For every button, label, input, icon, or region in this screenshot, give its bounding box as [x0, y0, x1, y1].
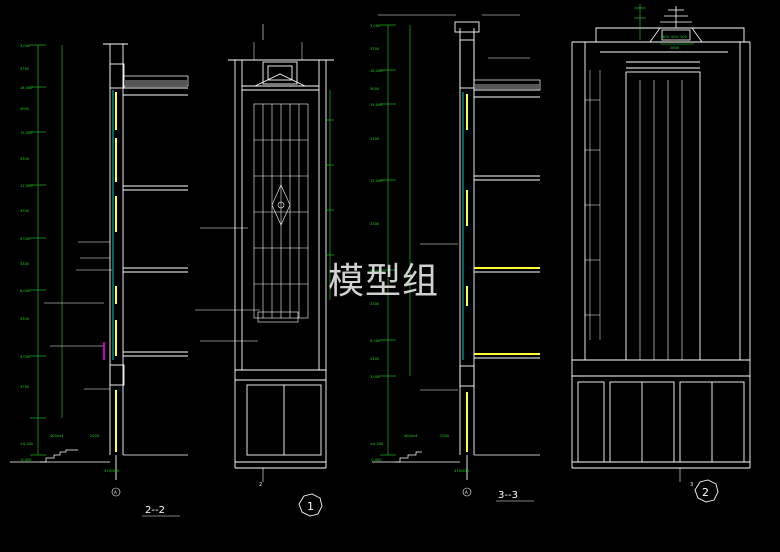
svg-text:6,000: 6,000: [370, 339, 381, 343]
wall-section-mid: [454, 21, 480, 480]
svg-text:4000x4: 4000x4: [404, 434, 418, 438]
svg-text:3700: 3700: [20, 385, 30, 389]
svg-text:A: A: [114, 490, 117, 495]
svg-text:2600: 2600: [670, 46, 680, 50]
elevation-number-2: 2: [694, 479, 719, 503]
annotation-leaders-mid: [378, 14, 530, 391]
ground-left: [10, 449, 188, 463]
svg-text:3000: 3000: [20, 107, 30, 111]
dimension-chain-left: [30, 44, 63, 456]
rooftop-ornament: [649, 6, 703, 43]
svg-text:2000: 2000: [440, 434, 450, 438]
svg-text:370/500: 370/500: [104, 469, 120, 473]
grid-tag-2: 3: [679, 468, 693, 488]
roof-parapet-left: [122, 75, 189, 87]
svg-text:±0.000: ±0.000: [370, 442, 384, 446]
roof-dim-labels-2: 300 500 300 2600: [662, 35, 688, 50]
svg-text:300: 300: [680, 35, 688, 39]
building-outline-1: [228, 59, 334, 469]
svg-text:2000: 2000: [90, 434, 100, 438]
svg-text:15,000: 15,000: [370, 103, 383, 107]
svg-text:3300: 3300: [370, 137, 380, 141]
section-caption-3-3: 3--3: [498, 490, 518, 501]
dimension-chain-elev-1: [326, 90, 334, 300]
svg-text:-0.450: -0.450: [20, 458, 32, 462]
section-2-2: 3,000 3700 18,000 3000 15,000 3300 12,00…: [10, 43, 189, 517]
svg-text:9,000: 9,000: [20, 237, 31, 241]
svg-text:3300: 3300: [370, 222, 380, 226]
annotation-leaders-elev-1: [195, 42, 303, 342]
svg-text:3: 3: [690, 482, 693, 488]
elevation-1: 2 1: [195, 24, 334, 517]
svg-text:3300: 3300: [20, 209, 30, 213]
vertical-fins-2: [639, 80, 683, 360]
svg-text:2: 2: [259, 482, 262, 488]
svg-text:2: 2: [702, 486, 709, 499]
svg-text:18,000: 18,000: [20, 86, 33, 90]
svg-text:9,000: 9,000: [370, 269, 381, 273]
svg-text:±0.000: ±0.000: [20, 442, 34, 446]
floors-mid: [474, 89, 540, 359]
svg-text:3300: 3300: [20, 262, 30, 266]
roof-dims-2: [634, 4, 694, 45]
elevation-2: 300 500 300 2600 3 2: [571, 4, 751, 503]
wall-section-left: [103, 43, 128, 480]
svg-text:300: 300: [662, 35, 670, 39]
axis-marker-mid: A: [462, 487, 472, 497]
svg-text:500: 500: [671, 35, 679, 39]
dimension-chain-mid: [380, 24, 411, 456]
dimension-labels-mid: 3,000 3700 18,000 3000 15,000 3300 12,00…: [370, 24, 384, 462]
svg-text:3300: 3300: [20, 317, 30, 321]
slabs-mid: [466, 94, 540, 452]
roof-parapet-mid: [473, 79, 541, 91]
svg-text:18,000: 18,000: [370, 69, 383, 73]
section-3-3: 3,000 3700 18,000 3000 15,000 3300 12,00…: [370, 14, 541, 502]
svg-text:3700: 3700: [20, 67, 30, 71]
svg-text:3,000: 3,000: [20, 355, 31, 359]
dimension-labels-left: 3,000 3700 18,000 3000 15,000 3300 12,00…: [20, 44, 34, 462]
svg-text:-0.450: -0.450: [370, 458, 382, 462]
watermark: 模型组: [328, 261, 440, 302]
svg-text:3300: 3300: [370, 302, 380, 306]
annotation-leaders-left: [44, 241, 112, 390]
glazed-panel-1: [253, 103, 309, 323]
svg-text:15,000: 15,000: [20, 131, 33, 135]
svg-text:3300: 3300: [370, 357, 380, 361]
svg-text:3700: 3700: [370, 47, 380, 51]
svg-text:6,000: 6,000: [20, 289, 31, 293]
svg-text:3,000: 3,000: [20, 44, 31, 48]
svg-text:3300: 3300: [20, 157, 30, 161]
elevation-number-1: 1: [298, 493, 323, 517]
svg-text:3000: 3000: [370, 87, 380, 91]
ground-dims-left: 4000x4 2000 370/500: [50, 434, 120, 473]
section-caption-2-2: 2--2: [145, 505, 165, 516]
svg-text:1: 1: [307, 500, 314, 513]
svg-text:A: A: [465, 490, 468, 495]
svg-text:12,000: 12,000: [370, 179, 383, 183]
building-outline-2: [571, 27, 751, 469]
side-panel-2: [585, 70, 601, 340]
axis-marker-left: A: [111, 487, 121, 497]
ground-dims-mid: 4000x4 2000 370/500: [404, 434, 470, 473]
svg-text:3,000: 3,000: [370, 375, 381, 379]
floors-left: [123, 87, 188, 357]
ground-mid: [372, 451, 540, 463]
grid-tag-1: 2: [259, 24, 264, 488]
svg-text:3,000: 3,000: [370, 24, 381, 28]
svg-text:12,000: 12,000: [20, 184, 33, 188]
svg-text:370/500: 370/500: [454, 469, 470, 473]
svg-text:4000x4: 4000x4: [50, 434, 64, 438]
